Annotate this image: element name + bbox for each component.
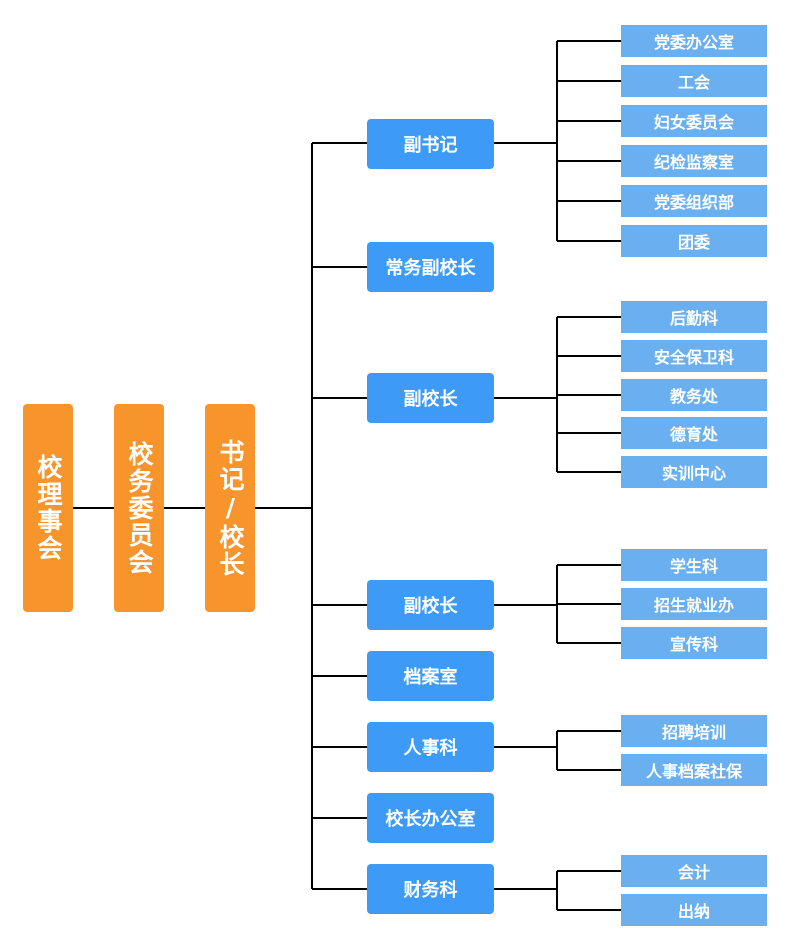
branch-box: 副校长 [367,373,494,423]
leaf-box: 宣传科 [621,627,767,659]
leaf-box: 党委组织部 [621,185,767,217]
leaf-box: 会计 [621,855,767,887]
leaf-box: 出纳 [621,894,767,926]
leaf-box: 德育处 [621,417,767,449]
leaf-box: 纪检监察室 [621,145,767,177]
branch-box: 副校长 [367,580,494,630]
leaf-box: 教务处 [621,379,767,411]
branch-box: 副书记 [367,119,494,169]
branch-box: 常务副校长 [367,242,494,292]
leaf-box: 安全保卫科 [621,340,767,372]
leaf-box: 招生就业办 [621,588,767,620]
leaf-box: 党委办公室 [621,25,767,57]
leaf-box: 实训中心 [621,456,767,488]
branch-box: 人事科 [367,722,494,772]
secretary-principal-box: 书记/校长 [205,404,255,612]
leaf-box: 妇女委员会 [621,105,767,137]
leaf-box: 学生科 [621,549,767,581]
leaf-box: 招聘培训 [621,715,767,747]
leaf-box: 工会 [621,65,767,97]
leaf-box: 后勤科 [621,301,767,333]
branch-box: 档案室 [367,651,494,701]
leaf-box: 人事档案社保 [621,754,767,786]
branch-box: 财务科 [367,864,494,914]
school-affairs-committee-box: 校务委员会 [114,404,164,612]
branch-box: 校长办公室 [367,793,494,843]
leaf-box: 团委 [621,225,767,257]
board-of-trustees-box: 校理事会 [23,404,73,612]
